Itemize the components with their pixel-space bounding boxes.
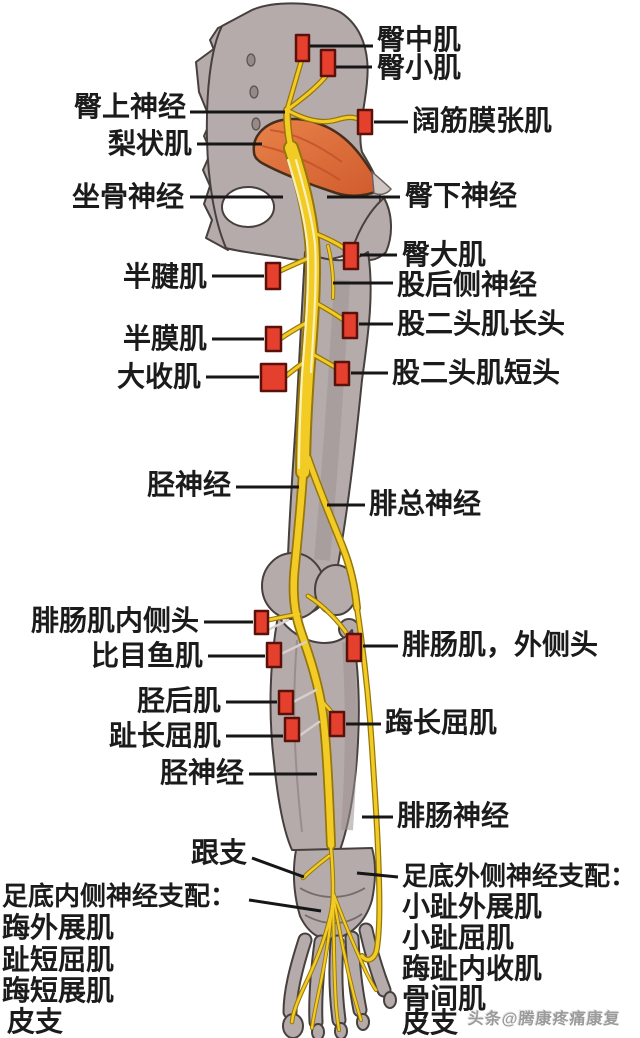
marker-soleus xyxy=(265,641,283,669)
label-flexor-digitorum-longus: 趾长屈肌 xyxy=(108,721,221,752)
label-cutaneous-branch-right: 皮支 xyxy=(402,1008,459,1038)
label-common-peroneal-nerve: 腓总神经 xyxy=(369,489,482,520)
label-piriformis: 梨状肌 xyxy=(107,129,192,160)
tendon-lines xyxy=(266,618,321,738)
common-peroneal-path xyxy=(305,455,360,611)
marker-gluteus-medius xyxy=(294,33,311,63)
label-gluteus-maximus: 臀大肌 xyxy=(402,240,487,271)
label-calcaneal-branch: 跟支 xyxy=(190,838,247,869)
label-abductor-hallucis-brevis: 踇短展肌 xyxy=(2,976,115,1007)
marker-flexor-digitorum-longus xyxy=(283,716,301,743)
label-soleus: 比目鱼肌 xyxy=(90,641,203,672)
label-superior-gluteal-nerve: 臀上神经 xyxy=(73,92,186,123)
marker-biceps-femoris-short-head xyxy=(333,360,351,387)
label-adductor-magnus: 大收肌 xyxy=(116,362,201,393)
label-flexor-digiti-minimi: 小趾屈肌 xyxy=(402,923,515,954)
label-posterior-femoral-nerve: 股后侧神经 xyxy=(397,270,538,301)
label-tibial-nerve-upper: 胫神经 xyxy=(146,470,231,501)
label-gluteus-minimus: 臀小肌 xyxy=(377,53,462,84)
marker-semitendinosus xyxy=(264,261,282,291)
marker-gastrocnemius-medial-head xyxy=(253,609,270,636)
label-sural-nerve: 腓肠神经 xyxy=(397,801,510,832)
marker-gluteus-maximus xyxy=(342,241,360,271)
watermark: 头条@腾康疼痛康复 xyxy=(467,1011,622,1028)
tibial-nerve-path xyxy=(290,468,335,849)
label-gastrocnemius-lateral-head: 腓肠肌，外侧头 xyxy=(402,630,599,661)
label-abductor-hallucis: 踇外展肌 xyxy=(2,913,115,944)
marker-semimembranosus xyxy=(264,325,283,353)
label-gluteus-medius: 臀中肌 xyxy=(377,25,462,56)
label-adductor-hallucis: 踇趾内收肌 xyxy=(402,954,543,985)
obturator-foramen xyxy=(221,186,275,228)
label-sciatic-nerve: 坐骨神经 xyxy=(71,182,184,213)
label-inferior-gluteal-nerve: 臀下神经 xyxy=(405,181,518,212)
label-tensor-fasciae-latae: 阔筋膜张肌 xyxy=(412,106,553,137)
label-flexor-digitorum-brevis: 趾短屈肌 xyxy=(2,945,115,976)
label-semimembranosus: 半膜肌 xyxy=(122,324,207,355)
leader-lines xyxy=(190,44,408,913)
label-biceps-femoris-long-head: 股二头肌长头 xyxy=(397,309,566,340)
marker-tibialis-posterior xyxy=(277,689,295,716)
marker-tensor-fasciae-latae xyxy=(356,108,374,136)
label-flexor-hallucis-longus: 踇长屈肌 xyxy=(385,708,498,739)
label-interossei: 骨间肌 xyxy=(402,984,487,1015)
label-biceps-femoris-short-head: 股二头肌短头 xyxy=(392,358,561,389)
markers-group xyxy=(253,33,374,743)
marker-biceps-femoris-long-head xyxy=(341,311,359,340)
label-cutaneous-branch-left: 皮支 xyxy=(7,1007,64,1038)
marker-adductor-magnus xyxy=(259,362,288,393)
label-medial-plantar-heading: 足底内侧神经支配： xyxy=(2,882,237,911)
marker-gluteus-minimus xyxy=(319,48,337,78)
label-lateral-plantar-heading: 足底外侧神经支配： xyxy=(402,862,637,891)
marker-gastrocnemius-lateral-head xyxy=(345,632,363,663)
marker-flexor-hallucis-longus xyxy=(328,710,346,738)
label-abductor-digiti-minimi: 小趾外展肌 xyxy=(402,892,543,923)
label-tibial-nerve-lower: 胫神经 xyxy=(159,758,244,789)
label-semitendinosus: 半腱肌 xyxy=(122,262,207,293)
sural-nerve-path xyxy=(355,606,382,962)
label-tibialis-posterior: 胫后肌 xyxy=(136,686,221,717)
label-gastrocnemius-medial-head: 腓肠肌内侧头 xyxy=(30,606,199,637)
